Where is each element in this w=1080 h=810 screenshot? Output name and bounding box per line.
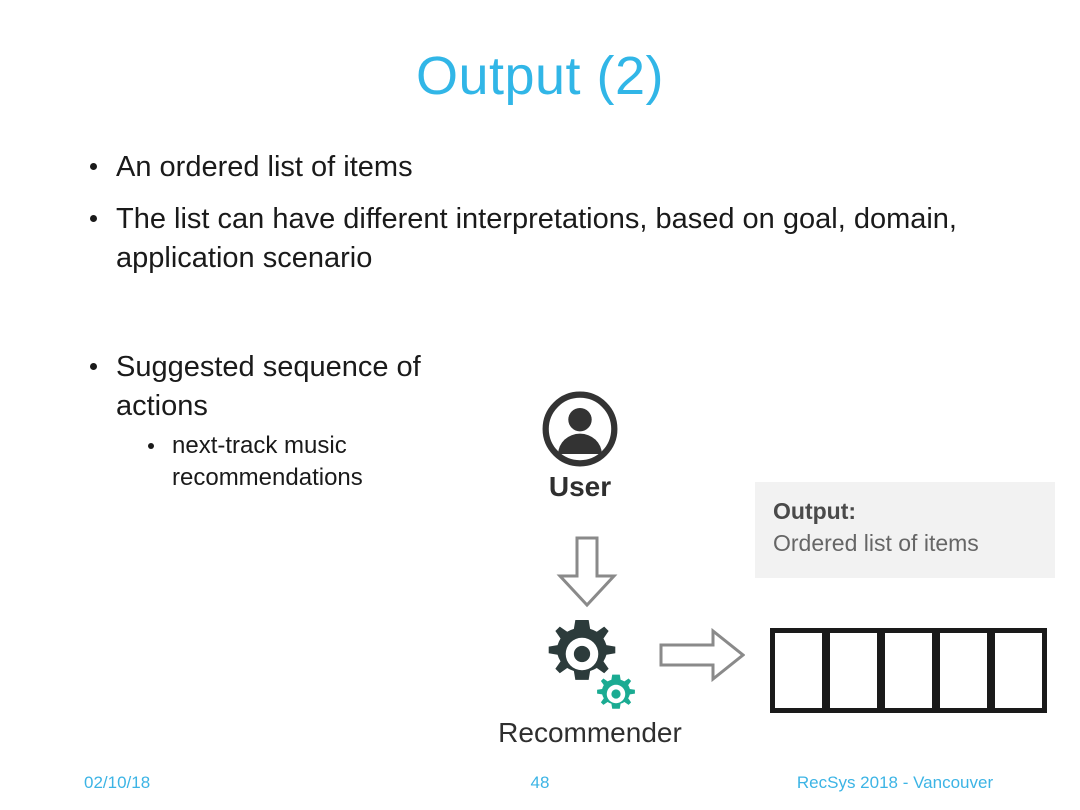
page-title: Output (2) xyxy=(415,46,665,106)
bullet-text: next-track music recommendations xyxy=(172,432,363,491)
bullet-text: Suggested sequence of actions xyxy=(116,351,421,422)
item-box xyxy=(935,628,992,713)
bullet-row: Suggested sequence of actions xyxy=(84,348,504,425)
bullet-row: next-track music recommendations xyxy=(140,430,480,493)
output-callout-box: Output: Ordered list of items xyxy=(755,482,1055,578)
bullet-item-1: An ordered list of items xyxy=(84,148,964,187)
bullet-dot-icon xyxy=(90,215,97,223)
bullet-item-3: Suggested sequence of actions xyxy=(84,348,504,425)
bullet-text: An ordered list of items xyxy=(116,151,413,183)
bullet-dot-icon xyxy=(148,443,154,450)
item-box xyxy=(770,628,827,713)
bullet-row: An ordered list of items xyxy=(84,148,964,187)
gear-icon xyxy=(595,673,637,715)
footer-event-label: RecSys 2018 - Vancouver xyxy=(796,773,994,792)
footer-date: 02/10/18 xyxy=(84,773,151,792)
bullet-dot-icon xyxy=(90,163,97,171)
arrow-down-outline-icon xyxy=(556,536,618,608)
output-callout-title: Output: xyxy=(773,498,857,524)
item-box xyxy=(990,628,1047,713)
bullet-item-3-sub: next-track music recommendations xyxy=(140,430,480,493)
bullet-text: The list can have different interpretati… xyxy=(116,203,957,274)
item-box xyxy=(825,628,882,713)
recommender-label: Recommender xyxy=(498,717,682,748)
gear-icon xyxy=(545,617,619,691)
bullet-item-2: The list can have different interpretati… xyxy=(84,200,964,277)
footer-page-number: 48 xyxy=(530,773,550,792)
bullet-row: The list can have different interpretati… xyxy=(84,200,964,277)
output-callout-text: Ordered list of items xyxy=(773,529,979,556)
arrow-right-outline-icon xyxy=(659,627,746,683)
bullet-dot-icon xyxy=(90,363,97,371)
user-label: User xyxy=(548,471,612,502)
user-avatar-icon xyxy=(541,390,619,468)
item-box xyxy=(880,628,937,713)
ordered-item-boxes xyxy=(770,628,1047,713)
